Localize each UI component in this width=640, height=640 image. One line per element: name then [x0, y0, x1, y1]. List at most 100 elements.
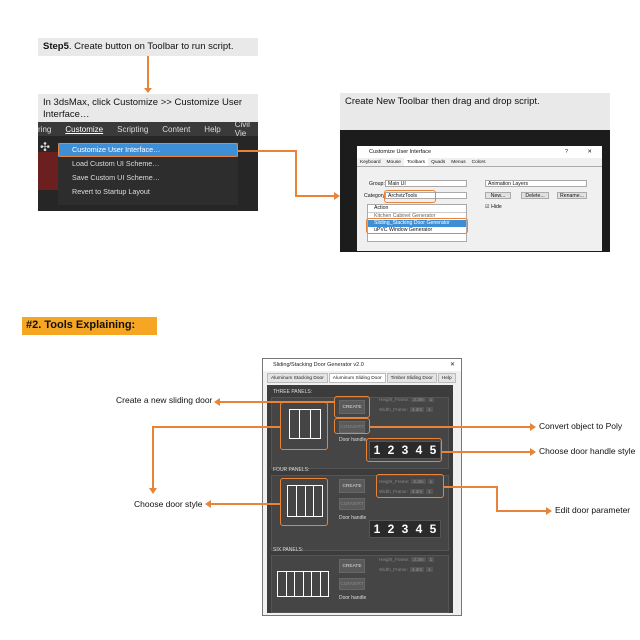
height-spinner[interactable]: 1	[427, 397, 435, 402]
door-handle-label: Door handle	[339, 595, 367, 601]
tab-menus[interactable]: Menus	[451, 160, 466, 165]
connector-line	[295, 195, 335, 197]
handle-option[interactable]: 3	[401, 443, 409, 457]
menu-item-rendering[interactable]: ring	[38, 124, 52, 134]
close-icon[interactable]: ✕	[449, 362, 455, 368]
callout-line	[444, 486, 496, 488]
create-button-three[interactable]: CREATE	[339, 400, 365, 414]
width-spinner[interactable]: 1	[426, 407, 433, 412]
tab-help[interactable]: Help	[437, 373, 456, 383]
door-handle-selector-three[interactable]: 1 2 3 4 5	[369, 441, 441, 459]
cui-tabs: Keyboard Mouse Toolbars Quads Menus Colo…	[357, 158, 602, 167]
convert-button-six[interactable]: CONVERT	[339, 578, 365, 590]
tab-quads[interactable]: Quads	[431, 160, 446, 165]
handle-option[interactable]: 5	[429, 522, 437, 536]
width-spinner[interactable]: 1	[426, 489, 433, 494]
callout-line	[152, 426, 154, 490]
callout-edit-param: Edit door parameter	[555, 505, 631, 515]
convert-button-four[interactable]: CONVERT	[339, 498, 365, 510]
door-handle-label: Door handle	[339, 437, 367, 443]
menu-revert-layout[interactable]: Revert to Startup Layout	[72, 187, 150, 196]
create-button-four[interactable]: CREATE	[339, 479, 365, 493]
close-icon[interactable]: ✕	[587, 149, 592, 155]
tab-keyboard[interactable]: Keyboard	[360, 160, 381, 165]
group-label: Group:	[369, 181, 385, 187]
handle-option[interactable]: 2	[387, 443, 395, 457]
connector-line	[295, 150, 297, 195]
menu-item-civil-view[interactable]: Civil Vie	[234, 120, 250, 138]
height-spinner[interactable]: 1	[427, 479, 435, 484]
handle-option[interactable]: 1	[373, 522, 381, 536]
hide-checkbox[interactable]: ☑ Hide	[485, 204, 502, 210]
menu-item-customize[interactable]: Customize	[65, 124, 104, 134]
height-input[interactable]: 2.3m	[411, 397, 426, 402]
toolbar-select[interactable]: Animation Layers	[485, 180, 587, 187]
help-icon[interactable]: ?	[564, 149, 568, 155]
three-panel-door-icon[interactable]	[289, 409, 321, 439]
height-input[interactable]: 2.3m	[411, 479, 426, 484]
width-input[interactable]: 4.2m	[409, 567, 425, 572]
four-panel-door-icon[interactable]	[287, 485, 323, 517]
tab-colors[interactable]: Colors	[471, 160, 486, 165]
highlight-script	[366, 218, 468, 234]
four-panels-label: FOUR PANELS:	[273, 467, 310, 473]
customize-dropdown: Customize User Interface… Load Custom UI…	[58, 143, 238, 205]
highlight-four-panel	[280, 478, 328, 526]
height-input[interactable]: 2.3m	[411, 557, 426, 562]
category-label: Category:	[364, 193, 387, 199]
door-handle-selector-four[interactable]: 1 2 3 4 5	[369, 520, 441, 538]
arrow-right-icon	[546, 507, 552, 515]
arrow-left-icon	[214, 398, 220, 406]
tab-toolbars[interactable]: Toolbars	[403, 158, 429, 166]
height-label: Height_Frame:	[379, 397, 410, 402]
group-select[interactable]: Main UI	[385, 180, 467, 187]
width-label: Width_Frame:	[379, 489, 408, 494]
handle-option[interactable]: 4	[415, 443, 423, 457]
highlight-door-handle	[366, 438, 442, 462]
tool-tabs: Aluminum Stacking Door Aluminum Sliding …	[267, 373, 457, 383]
arrow-right-icon	[530, 448, 536, 456]
tab-mouse[interactable]: Mouse	[386, 160, 401, 165]
arrow-down-icon	[144, 88, 152, 93]
handle-option[interactable]: 2	[387, 522, 395, 536]
handle-option[interactable]: 3	[401, 522, 409, 536]
six-panel-door-icon[interactable]	[277, 571, 329, 597]
callout-line	[496, 486, 498, 510]
list-item[interactable]: Sliding_Stacking Door Generator	[368, 220, 466, 227]
width-input[interactable]: 4.2m	[409, 489, 425, 494]
width-spinner[interactable]: 1	[426, 567, 433, 572]
height-spinner[interactable]: 1	[427, 557, 435, 562]
menu-item-help[interactable]: Help	[204, 124, 221, 134]
tab-aluminum-stacking[interactable]: Aluminum Stacking Door	[267, 373, 328, 383]
tool-title: Sliding/Stacking Door Generator v2.0	[273, 362, 364, 368]
width-input[interactable]: 4.2m	[409, 407, 425, 412]
new-button[interactable]: New...	[485, 192, 511, 199]
instruction-right: Create New Toolbar then drag and drop sc…	[340, 93, 610, 130]
height-label: Height_Frame:	[379, 557, 410, 562]
menu-save-ui-scheme[interactable]: Save Custom UI Scheme…	[72, 173, 160, 182]
delete-button[interactable]: Delete...	[521, 192, 549, 199]
handle-option[interactable]: 4	[415, 522, 423, 536]
tab-aluminum-sliding[interactable]: Aluminum Sliding Door	[328, 373, 386, 383]
callout-line	[218, 401, 334, 403]
menu-load-ui-scheme[interactable]: Load Custom UI Scheme…	[72, 159, 160, 168]
list-item[interactable]: uPVC Window Generator	[374, 227, 433, 233]
callout-line	[152, 426, 280, 428]
menu-customize-ui[interactable]: Customize User Interface…	[58, 143, 238, 157]
action-list: Action Kitchen Cabinet Generator Sliding…	[367, 204, 467, 242]
create-button-six[interactable]: CREATE	[339, 559, 365, 573]
convert-button-three[interactable]: CONVERT	[339, 421, 365, 433]
list-item[interactable]: Kitchen Cabinet Generator	[374, 213, 436, 219]
menu-item-scripting[interactable]: Scripting	[117, 124, 149, 134]
rename-button[interactable]: Rename...	[557, 192, 587, 199]
handle-option[interactable]: 5	[429, 443, 437, 457]
category-select[interactable]: ArchvizTools	[385, 192, 467, 199]
handle-option[interactable]: 1	[373, 443, 381, 457]
step5-label-bold: Step5	[43, 41, 69, 52]
arrow-down-icon	[149, 488, 157, 494]
tab-timber-sliding[interactable]: Timber Sliding Door	[386, 373, 437, 383]
menu-item-content[interactable]: Content	[162, 124, 191, 134]
